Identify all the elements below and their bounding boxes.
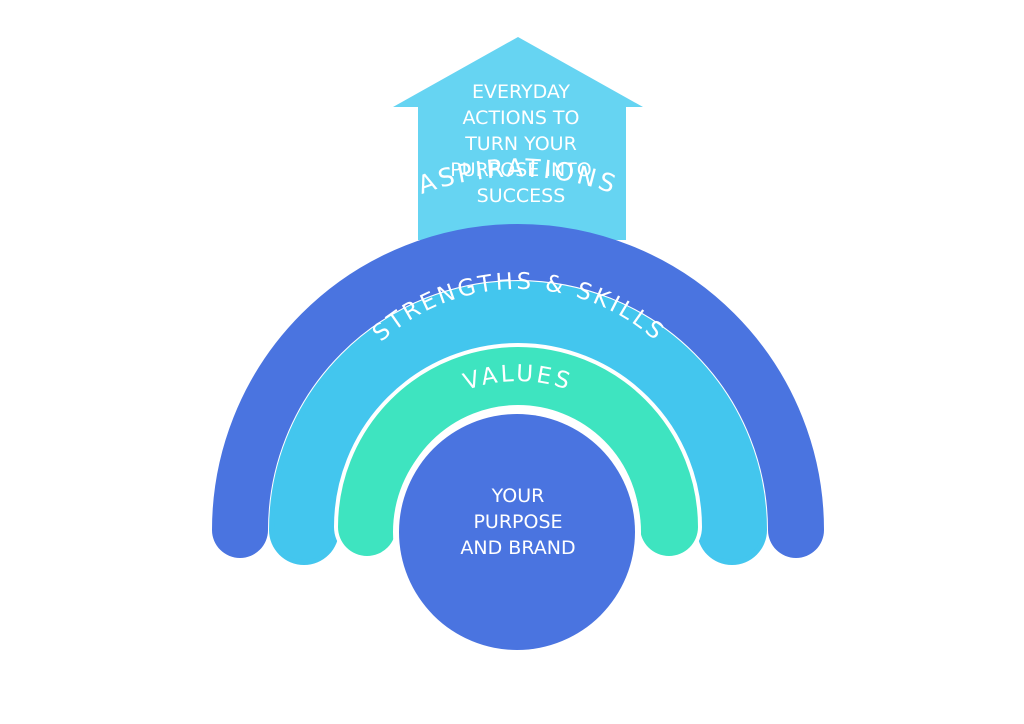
core-text: YOUR PURPOSE AND BRAND <box>460 485 575 559</box>
aspirations-band <box>212 224 824 558</box>
arrow-text-line: PURPOSE INTO <box>450 159 591 181</box>
arrow-text-line: EVERYDAY <box>472 81 570 103</box>
core-text-line: YOUR <box>491 485 545 507</box>
arrow-shape <box>393 37 643 240</box>
arrow-text-line: ACTIONS TO <box>463 107 580 129</box>
strengths-band-fill <box>274 286 762 560</box>
arrow-text: EVERYDAY ACTIONS TO TURN YOUR PURPOSE IN… <box>450 81 591 207</box>
values-band <box>338 347 698 556</box>
core-text-line: AND BRAND <box>460 537 575 559</box>
core-circle <box>399 414 635 650</box>
arrow-text-line: TURN YOUR <box>464 133 577 155</box>
arrow-text-line: SUCCESS <box>477 185 566 207</box>
core-text-line: PURPOSE <box>473 511 562 533</box>
